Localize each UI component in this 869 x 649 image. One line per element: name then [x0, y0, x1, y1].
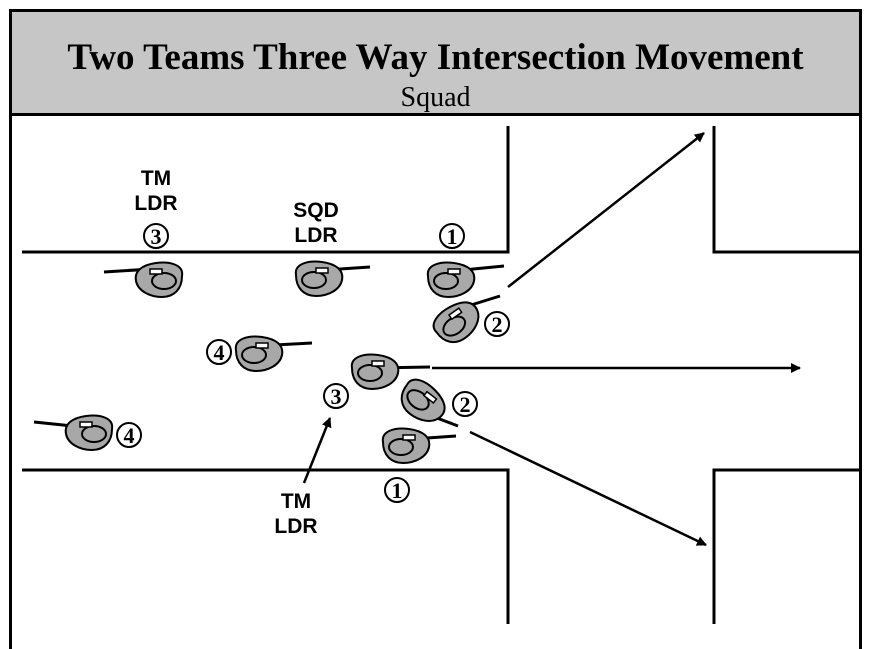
number-mid-4: 4 [214, 340, 225, 365]
number-bottom-1: 1 [392, 478, 403, 503]
diagram-subtitle: Squad [400, 82, 471, 113]
tm-ldr-top-label-line2: LDR [134, 192, 177, 215]
soldier-bottom-1 [381, 427, 431, 464]
tm-ldr-bottom-label-line2: LDR [274, 515, 317, 538]
number-top-3: 3 [151, 224, 162, 249]
number-marker-left-4: 4 [116, 422, 142, 448]
number-top-1: 1 [447, 224, 458, 249]
number-marker-mid-2: 2 [452, 391, 478, 417]
number-marker-mid-3: 3 [323, 383, 349, 409]
sqd-ldr-label-line1: SQD [293, 199, 339, 222]
wall-upper-right [712, 126, 862, 254]
soldier-top-1 [426, 261, 476, 298]
number-marker-top-2: 2 [484, 311, 510, 337]
number-top-2: 2 [492, 312, 503, 337]
number-marker-top-1: 1 [439, 223, 465, 249]
sqd-ldr-label-line2: LDR [294, 224, 337, 247]
tm-ldr-top-label-line1: TM [141, 167, 171, 190]
wall-lower-right [712, 468, 862, 624]
soldier-left-4 [64, 414, 114, 451]
arrow-upper-right [507, 132, 705, 288]
movement-arrows [302, 132, 801, 547]
diagram-title: Two Teams Three Way Intersection Movemen… [67, 37, 804, 78]
soldier-mid-4 [234, 335, 284, 372]
soldier-sqd-ldr [294, 260, 344, 297]
number-marker-mid-4: 4 [206, 339, 232, 365]
number-marker-bottom-1: 1 [384, 477, 410, 503]
number-left-4: 4 [124, 423, 135, 448]
intersection-diagram: 3 1 2 4 3 2 4 1 TM [22, 126, 862, 624]
diagram-frame [9, 9, 862, 649]
role-labels: TM LDR SQD LDR TM LDR [134, 167, 338, 538]
wall-lower-left [22, 468, 510, 624]
tm-ldr-bottom-label-line1: TM [281, 490, 311, 513]
soldier-tm-ldr-top [134, 261, 184, 298]
number-mid-3: 3 [331, 384, 342, 409]
street-walls [22, 126, 862, 624]
number-mid-2: 2 [460, 392, 471, 417]
soldier-mid-3 [350, 353, 400, 390]
number-marker-top-3: 3 [143, 223, 169, 249]
wall-upper-left [22, 126, 510, 254]
arrow-tm-ldr-pointer [302, 417, 332, 484]
arrow-lower-right [469, 430, 707, 547]
soldier-number-markers: 3 1 2 4 3 2 4 1 [116, 223, 510, 503]
header-banner: Two Teams Three Way Intersection Movemen… [12, 12, 859, 116]
